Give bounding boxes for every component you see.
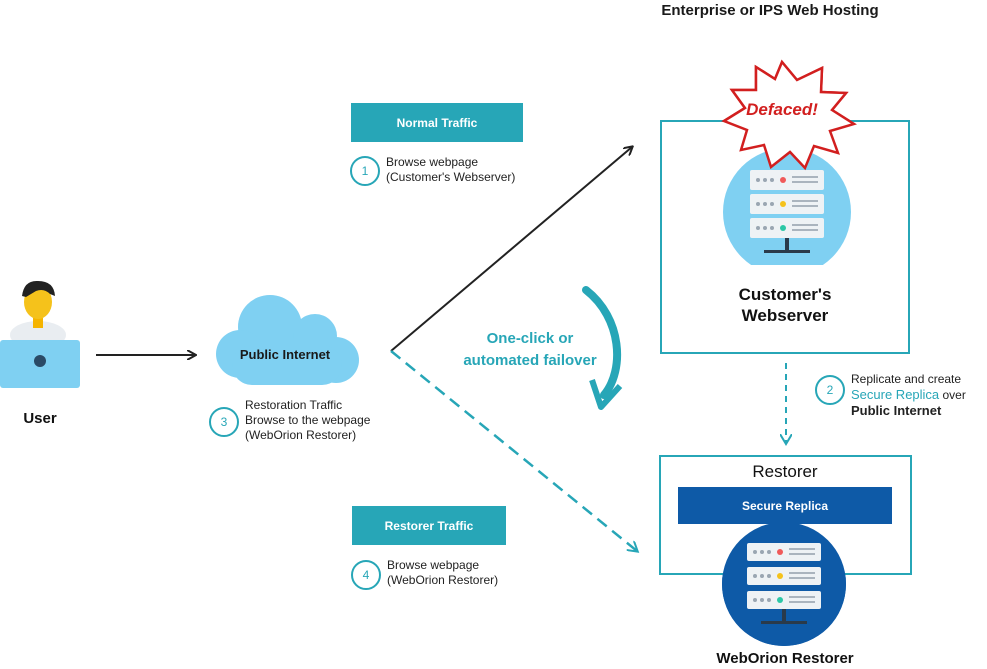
webserver-label-line-1: Customer's bbox=[738, 285, 832, 304]
step-2-badge: 2 bbox=[815, 375, 845, 405]
step-2-line-2: Secure Replica over bbox=[851, 387, 985, 403]
failover-curve-arrow bbox=[582, 286, 623, 410]
restorer-foreground bbox=[722, 522, 846, 646]
step-3-line-2: Browse to the webpage bbox=[245, 413, 371, 427]
step-1-text: Browse webpage (Customer's Webserver) bbox=[386, 155, 515, 185]
step-3-text: Restoration Traffic Browse to the webpag… bbox=[245, 398, 370, 443]
normal-traffic-tag: Normal Traffic bbox=[351, 103, 523, 142]
step-3-badge: 3 bbox=[209, 407, 239, 437]
defaced-badge: Defaced! bbox=[746, 100, 818, 119]
normal-traffic-arrow bbox=[390, 147, 632, 352]
hosting-header: Enterprise or IPS Web Hosting bbox=[661, 2, 879, 19]
webserver-label-line-2: Webserver bbox=[741, 306, 829, 325]
step-3-line-1: Restoration Traffic bbox=[245, 398, 343, 412]
failover-label: One-click or automated failover bbox=[455, 328, 605, 372]
step-1-line-1: Browse webpage bbox=[386, 155, 479, 169]
step-2-line-3: Public Internet bbox=[851, 403, 942, 418]
restorer-traffic-arrow bbox=[390, 350, 637, 551]
restorer-title: Restorer bbox=[752, 462, 818, 481]
step-4-badge: 4 bbox=[351, 560, 381, 590]
step-1-line-2: (Customer's Webserver) bbox=[386, 170, 516, 184]
webserver-foreground bbox=[721, 59, 857, 265]
step-4-line-1: Browse webpage bbox=[387, 558, 480, 572]
step-2-over: over bbox=[939, 388, 966, 402]
customer-webserver-label: Customer's Webserver bbox=[700, 284, 870, 326]
restorer-traffic-tag: Restorer Traffic bbox=[352, 506, 506, 545]
step-1-badge: 1 bbox=[350, 156, 380, 186]
weborion-restorer-label: WebOrion Restorer bbox=[716, 650, 854, 667]
secure-replica-highlight: Secure Replica bbox=[851, 387, 940, 402]
public-internet-label: Public Internet bbox=[239, 347, 331, 362]
step-4-text: Browse webpage (WebOrion Restorer) bbox=[387, 558, 498, 588]
failover-line-1: One-click or bbox=[486, 330, 574, 347]
step-4-line-2: (WebOrion Restorer) bbox=[387, 573, 499, 587]
secure-replica-bar: Secure Replica bbox=[678, 487, 892, 524]
step-2-text: Replicate and create Secure Replica over… bbox=[851, 372, 985, 418]
failover-line-2: automated failover bbox=[463, 352, 597, 369]
cloud-icon bbox=[216, 295, 359, 385]
user-icon bbox=[0, 280, 80, 388]
user-label: User bbox=[23, 410, 57, 427]
step-3-line-3: (WebOrion Restorer) bbox=[245, 428, 357, 442]
step-2-line-1: Replicate and create bbox=[851, 372, 962, 386]
